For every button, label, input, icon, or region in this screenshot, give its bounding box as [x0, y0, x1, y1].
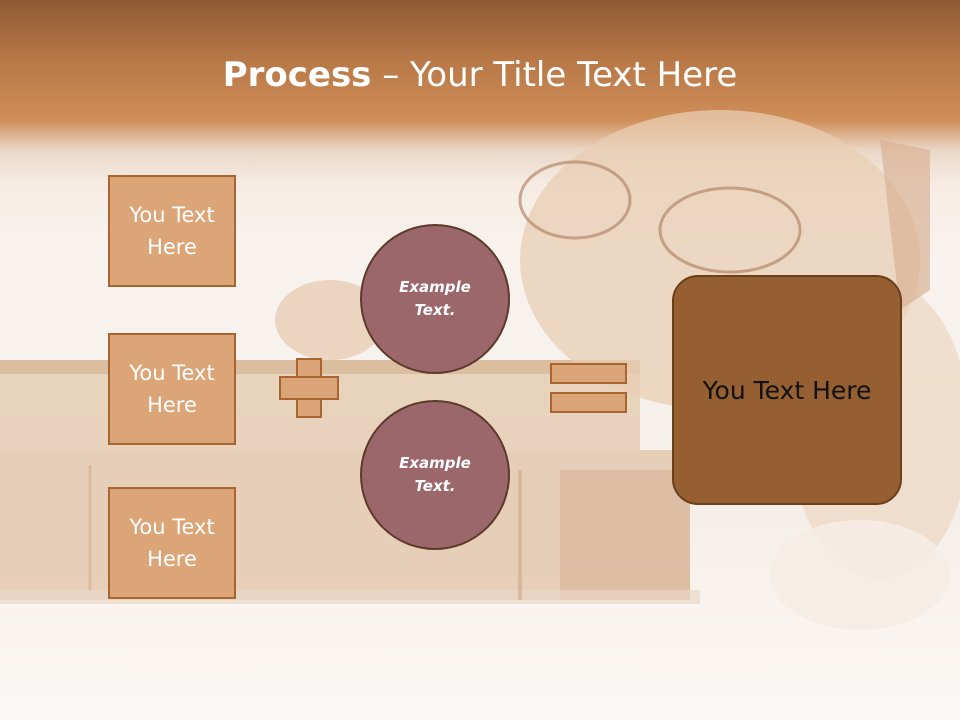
equals-sign-bottom	[550, 392, 627, 413]
circle-label: Example Text.	[399, 278, 471, 319]
title-rest: – Your Title Text Here	[371, 55, 738, 95]
text-box-label: You Text Here	[129, 203, 215, 259]
slide-title: Process – Your Title Text Here	[0, 52, 960, 98]
circle-label: Example Text.	[399, 454, 471, 495]
text-box-label: You Text Here	[129, 515, 215, 571]
text-box-3[interactable]: You Text Here	[108, 487, 236, 599]
result-box[interactable]: You Text Here	[672, 275, 902, 505]
plus-sign-center	[298, 378, 320, 398]
example-circle-2[interactable]: Example Text.	[360, 400, 510, 550]
text-box-1[interactable]: You Text Here	[108, 175, 236, 287]
text-box-2[interactable]: You Text Here	[108, 333, 236, 445]
text-box-label: You Text Here	[129, 361, 215, 417]
example-circle-1[interactable]: Example Text.	[360, 224, 510, 374]
equals-sign-top	[550, 363, 627, 384]
title-bold: Process	[222, 55, 372, 95]
result-label: You Text Here	[702, 375, 872, 405]
